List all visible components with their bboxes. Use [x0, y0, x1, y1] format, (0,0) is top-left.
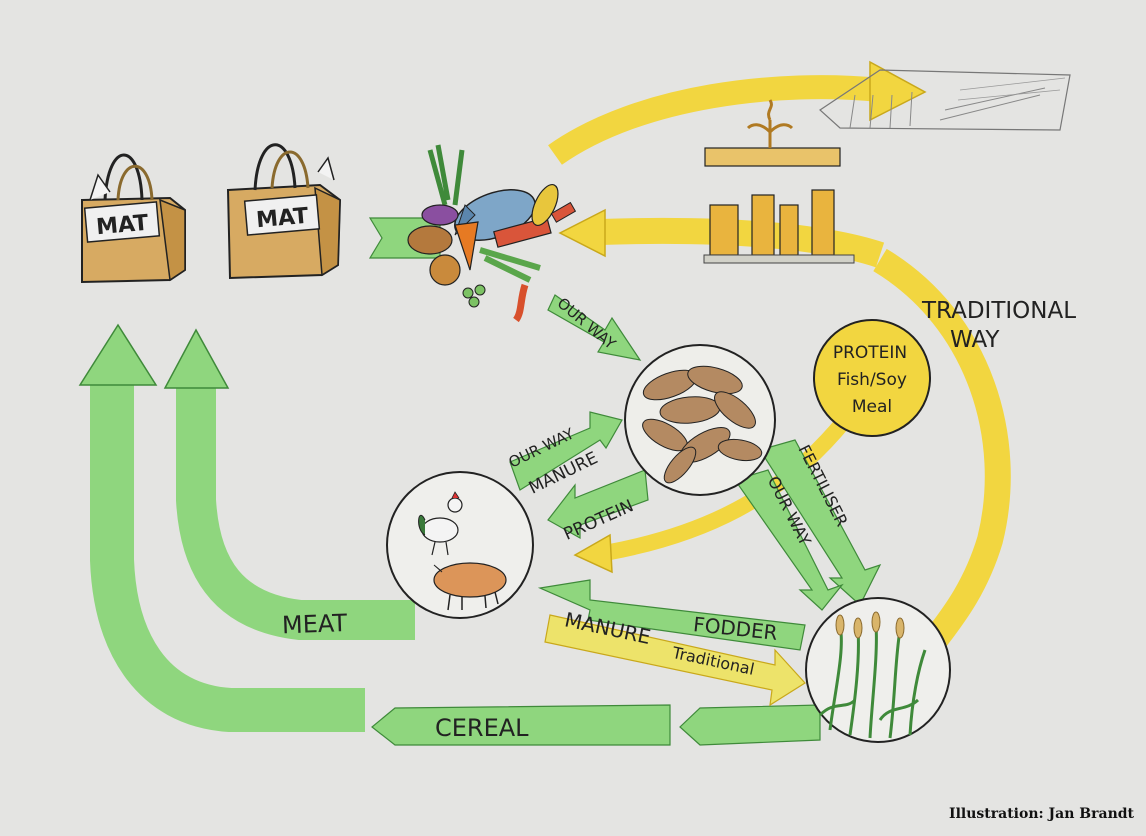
protein-meal-circle: PROTEIN Fish/Soy Meal	[813, 319, 931, 437]
traditional-way-line1: TRADITIONAL	[921, 298, 1076, 324]
animals-circle	[386, 471, 534, 619]
root-vegetables-circle	[624, 344, 776, 496]
bag-2-label: MAT	[255, 204, 309, 233]
fodder-label: FODDER	[692, 612, 779, 645]
traditional-right-loop	[873, 248, 1011, 648]
our-way-food-arrow	[547, 294, 642, 361]
cereal-band-right	[679, 704, 821, 746]
protein-circle-line2: Fish/Soy	[837, 370, 907, 390]
manure-traditional-arrow	[544, 614, 806, 707]
meat-arrowhead	[163, 328, 230, 389]
protein-circle-line1: PROTEIN	[833, 343, 907, 363]
traditional-loop-arrowhead	[869, 60, 927, 122]
protein-meal-to-animals-arrow	[608, 414, 852, 560]
food-cluster	[407, 144, 577, 323]
protein-meal-arrowhead	[573, 533, 613, 574]
meat-label: MEAT	[281, 609, 347, 639]
shopping-bag-2: MAT	[226, 143, 342, 280]
factory-to-food-arrowhead	[558, 208, 606, 258]
cereal-band	[371, 704, 671, 746]
protein-arrow	[547, 469, 649, 540]
grass-field-circle	[805, 597, 951, 743]
cereal-outer-arrowhead	[78, 323, 158, 386]
cereal-label: CEREAL	[435, 714, 529, 742]
traditional-factory-to-food-arrow	[599, 217, 885, 268]
pig-icon	[433, 562, 507, 611]
protein-circle-line3: Meal	[852, 397, 892, 417]
fertiliser-arrow	[759, 439, 882, 606]
field-sketch	[819, 69, 1071, 131]
cereal-outer-loop-arrow	[90, 380, 365, 732]
fodder-arrow	[537, 579, 806, 651]
meat-loop-arrow	[176, 385, 415, 640]
shopping-bag-1: MAT	[81, 153, 186, 284]
factory-sketch	[703, 99, 855, 264]
illustration-credit: Illustration: Jan Brandt	[949, 806, 1134, 822]
traditional-way-line2: WAY	[950, 327, 1000, 353]
bag-1-label: MAT	[95, 211, 149, 240]
traditional-big-loop-arrow	[548, 75, 882, 165]
our-way-manure-arrow	[509, 411, 623, 491]
our-way-fert-arrow	[734, 469, 844, 611]
chicken-icon	[418, 491, 463, 556]
